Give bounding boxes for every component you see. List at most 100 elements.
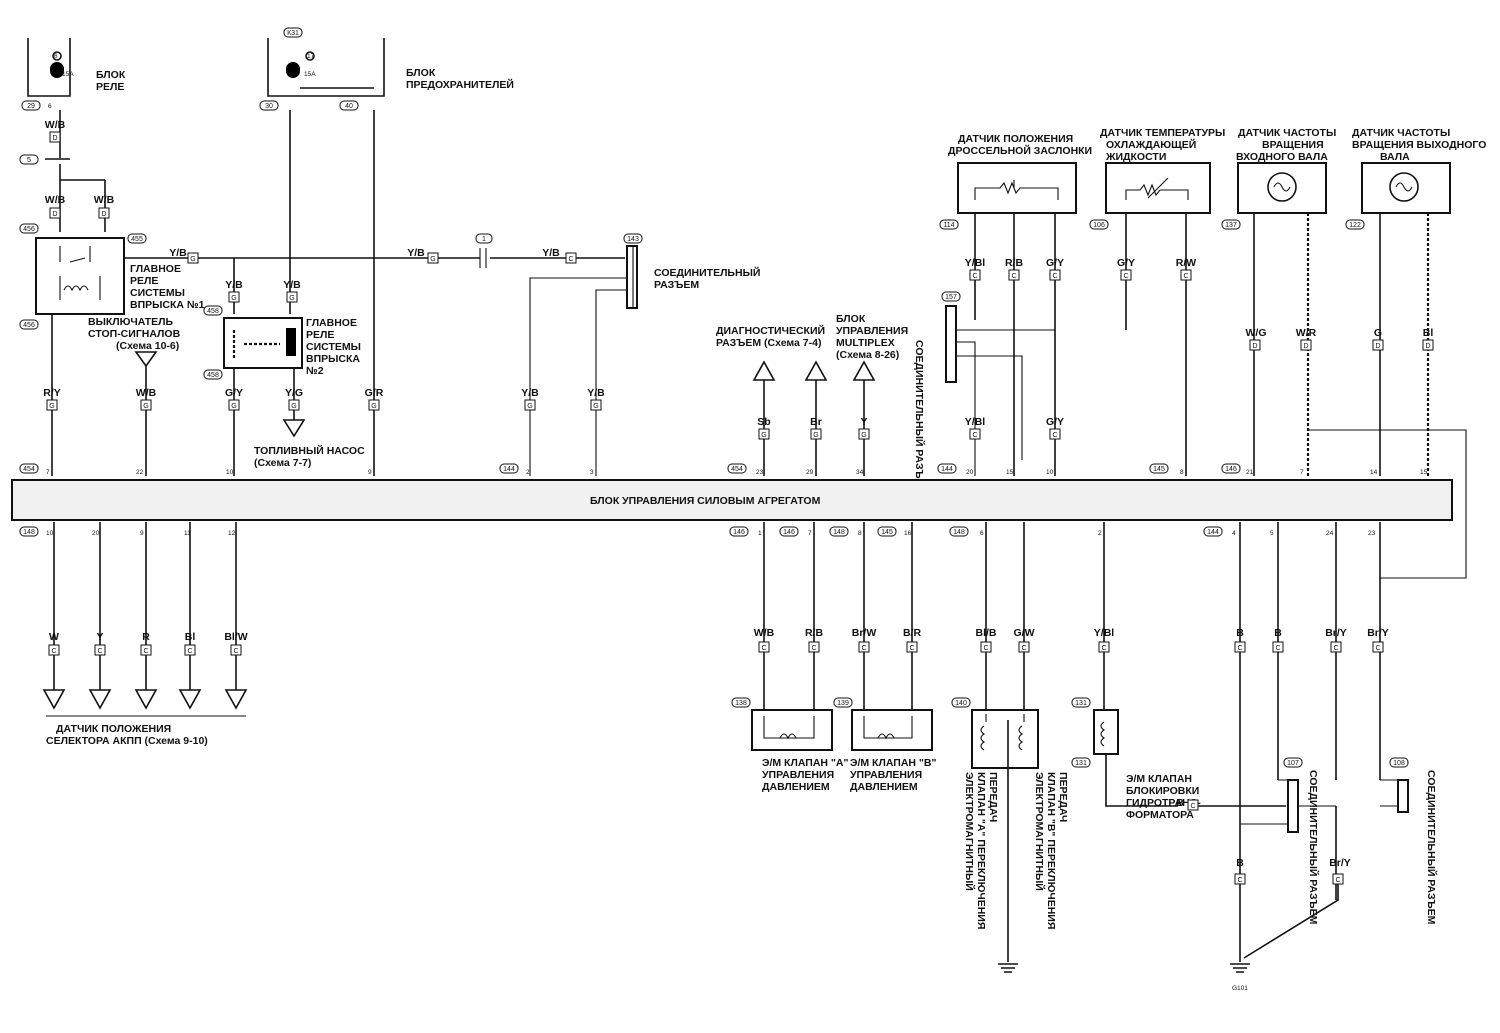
ecu-bottom-pin-13: 5 [1270, 530, 1274, 537]
stop-switch: ВЫКЛЮЧАТЕЛЬ СТОП-СИГНАЛОВ (Схема 10-6) [88, 316, 181, 476]
wire-b-4: B [1236, 857, 1244, 869]
ecu-bottom-pin-4: 11 [184, 530, 191, 537]
wire-yb-5: Y/B [283, 279, 301, 291]
wire-bry-2: Br/Y [1367, 627, 1389, 639]
ecu-top-pin-13: 8 [1180, 469, 1184, 476]
ecu-label: БЛОК УПРАВЛЕНИЯ СИЛОВЫМ АГРЕГАТОМ [590, 495, 821, 507]
wire-g-13: G [813, 432, 818, 439]
lockup-label-4: ФОРМАТОРА [1126, 809, 1194, 821]
connector-146-c: 146 [783, 529, 795, 536]
joint-connector-157: 157 СОЕДИНИТЕЛЬНЫЙ РАЗЪЕМ Y/Bl C G/Y C [913, 291, 1064, 495]
fuel-pump-label-1: ТОПЛИВНЫЙ НАСОС [254, 444, 365, 457]
wire-c-12: C [187, 648, 192, 655]
wire-g: G [1374, 327, 1382, 339]
fuse-left-rating: 15A [62, 71, 74, 78]
joint-vertical-label: СОЕДИНИТЕЛЬНЫЙ РАЗЪЕМ [913, 340, 926, 495]
wire-c-10: C [97, 648, 102, 655]
relay-block-label-2: РЕЛЕ [96, 81, 124, 93]
ground-label: G101 [1232, 985, 1248, 992]
connector-145-b: 145 [881, 529, 893, 536]
wire-g-2: G [430, 256, 435, 263]
selector-label-2: СЕЛЕКТОРА АКПП (Схема 9-10) [46, 735, 208, 747]
valve-a-label-2: УПРАВЛЕНИЯ [762, 769, 834, 781]
valve-b-label-3: ДАВЛЕНИЕМ [850, 781, 918, 793]
connector-143: 143 [627, 236, 639, 243]
wire-yb-3: Y/B [542, 247, 560, 259]
ecu-bottom-pin-3: 9 [140, 530, 144, 537]
output-speed-label-2: ВРАЩЕНИЯ ВЫХОДНОГО [1352, 139, 1486, 151]
multiplex-unit: БЛОК УПРАВЛЕНИЯ MULTIPLEX (Схема 8-26) Y… [836, 313, 908, 476]
connector-140: 140 [955, 700, 967, 707]
wire-yb-7: Y/B [587, 387, 605, 399]
connector-454-b: 454 [731, 466, 743, 473]
stop-switch-label-3: (Схема 10-6) [116, 340, 179, 352]
wire-ry: R/Y [43, 387, 61, 399]
ecu-top-pin-9: 34 [856, 469, 864, 476]
connector-40: 40 [345, 103, 353, 110]
connector-131-b: 131 [1075, 760, 1087, 767]
main-relay-2-label-3: СИСТЕМЫ [306, 341, 361, 353]
multiplex-label-1: БЛОК [836, 313, 866, 325]
wire-wg: W/G [1246, 327, 1267, 339]
wire-y-2: Y [96, 631, 103, 643]
wire-c-6: C [1052, 432, 1057, 439]
connector-29: 29 [27, 103, 35, 110]
connector-144-c: 144 [1207, 529, 1219, 536]
wire-wb-5: W/B [754, 627, 775, 639]
wire-c-20: C [1101, 645, 1106, 652]
ect-sensor: ДАТЧИК ТЕМПЕРАТУРЫ ОХЛАЖДАЮЩЕЙ ЖИДКОСТИ … [1089, 127, 1225, 476]
valve-b-label-1: Э/М КЛАПАН "В" [850, 757, 936, 769]
joint-connector-top-label-2: РАЗЪЕМ [654, 279, 699, 291]
wire-b-2: B [1236, 627, 1244, 639]
wire-wb-3: W/B [94, 194, 115, 206]
wire-c-19: C [1021, 645, 1026, 652]
ecu-top-pin-6: 3 [590, 469, 594, 476]
shift-a-label-2: КЛАПАН "А" ПЕРЕКЛЮЧЕНИЯ [975, 772, 987, 929]
wire-blb: Bl/B [976, 627, 997, 639]
wire-r: R [142, 631, 150, 643]
wire-g-10: G [527, 403, 532, 410]
main-relay-1-label-4: ВПРЫСКА №1 [130, 299, 205, 311]
ect-label-1: ДАТЧИК ТЕМПЕРАТУРЫ [1100, 127, 1225, 139]
wire-w: W [49, 631, 59, 643]
wire-d-5: D [1303, 343, 1308, 350]
fuel-pump: ТОПЛИВНЫЙ НАСОС (Схема 7-7) [254, 368, 365, 469]
connector-138: 138 [735, 700, 747, 707]
connector-131: 131 [1075, 700, 1087, 707]
fuse-block: К31 17 15A БЛОК ПРЕДОХРАНИТЕЛЕЙ 30 40 [259, 27, 514, 111]
valve-a-label-3: ДАВЛЕНИЕМ [762, 781, 830, 793]
valve-a-label-1: Э/М КЛАПАН "А" [762, 757, 848, 769]
output-speed-sensor: ДАТЧИК ЧАСТОТЫ ВРАЩЕНИЯ ВЫХОДНОГО ВАЛА 1… [1308, 127, 1486, 579]
ecu-top-pin-14: 21 [1246, 469, 1254, 476]
wire-c-9: C [51, 648, 56, 655]
connector-455: 455 [131, 236, 143, 243]
connector-146: 146 [1225, 466, 1237, 473]
connector-148-a: 148 [23, 529, 35, 536]
wire-c-2: C [972, 273, 977, 280]
ecu-bottom-pin-15: 23 [1368, 530, 1376, 537]
connector-144-b: 144 [941, 466, 953, 473]
wire-g-1: G [190, 256, 195, 263]
relay-block: 6 15A БЛОК РЕЛЕ 29 6 [21, 38, 126, 111]
connector-k31: К31 [287, 30, 299, 37]
wire-c-3: C [1011, 273, 1016, 280]
tps-label-2: ДРОССЕЛЬНОЙ ЗАСЛОНКИ [948, 144, 1092, 157]
wire-wr: W/R [1296, 327, 1317, 339]
main-relay-1-label-1: ГЛАВНОЕ [130, 263, 181, 275]
wire-d-7: D [1425, 343, 1430, 350]
shift-a-label-3: ПЕРЕДАЧ [987, 772, 999, 822]
wire-gy-4: G/Y [1117, 257, 1135, 269]
wire-d-3: D [101, 211, 106, 218]
connector-148-b: 148 [833, 529, 845, 536]
connector-30: 30 [265, 103, 273, 110]
ecu-bottom-pin-14: 24 [1326, 530, 1334, 537]
wire-c-25: C [1375, 645, 1380, 652]
ecu-bottom-pin-9: 16 [904, 530, 912, 537]
wire-c-23: C [1275, 645, 1280, 652]
connector-456-bottom: 456 [23, 322, 35, 329]
wire-c-16: C [861, 645, 866, 652]
main-relay-2: Y/B G Y/B G 458 458 ГЛАВНОЕ РЕЛЕ СИСТЕМЫ… [203, 110, 375, 476]
input-speed-sensor: ДАТЧИК ЧАСТОТЫ ВРАЩЕНИЯ ВХОДНОГО ВАЛА 13… [1221, 127, 1336, 476]
ecu-block: БЛОК УПРАВЛЕНИЯ СИЛОВЫМ АГРЕГАТОМ 454 14… [11, 463, 1453, 537]
wire-yb-2: Y/B [407, 247, 425, 259]
